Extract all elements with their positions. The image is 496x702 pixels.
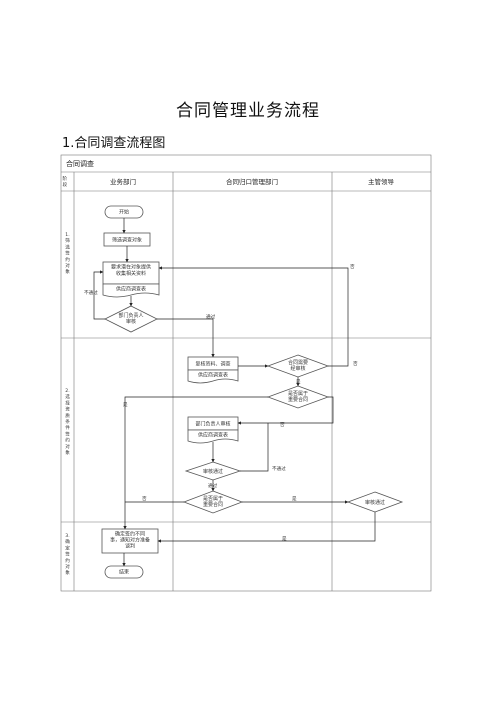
edge-review-back: [93, 270, 105, 320]
dept-review-diamond: [104, 305, 158, 333]
label-yes-1: 是: [296, 379, 301, 385]
dept-review-label-1: 部门负责人: [118, 312, 143, 319]
stage-1-char: 1.: [65, 232, 69, 238]
header-stage: 阶: [63, 175, 68, 182]
collect-label-1: 要求潜在对象提供: [111, 264, 151, 271]
stage-2-char: 2.: [65, 388, 69, 394]
label-yes-2: 是: [123, 402, 128, 408]
edge-check-no: [158, 266, 349, 367]
table-grid: [60, 154, 432, 592]
start-label: 开始: [119, 209, 129, 216]
is-important-label-2: 重要合同: [288, 396, 308, 403]
stage-2-char: 约: [65, 437, 70, 444]
edge-audit-fail: [240, 423, 269, 472]
connectors: [93, 218, 376, 567]
edge-review-verify: [157, 318, 215, 358]
stage-3-char: 3.: [65, 533, 69, 539]
label-no-pass-1: 不通过: [84, 289, 98, 296]
decide-label-1: 确定签约不同: [115, 531, 145, 538]
dept-approve-doc-label: 供应商调查表: [198, 432, 228, 439]
table-title: 合同调查: [66, 159, 94, 168]
stage-3-char: 对: [65, 563, 70, 570]
stage-2-char: 选: [65, 393, 70, 400]
decide-box: [101, 528, 159, 554]
label-yes-4: 是: [282, 536, 287, 542]
stage-2-char: 象: [65, 449, 70, 456]
stage-2-char: 件: [65, 424, 70, 431]
stage-1-char: 象: [65, 268, 70, 275]
document-subtitle: 1.合同调查流程图: [62, 136, 166, 151]
stage-3-char: 确: [65, 538, 70, 545]
leader-review-label: 审核通过: [365, 499, 385, 506]
verify-doc-shape: [187, 369, 239, 384]
stage-2-char: 条: [65, 418, 70, 425]
is-important-diamond: [266, 385, 330, 409]
collect-doc-label: 供应商调查表: [116, 286, 146, 293]
verify-label: 复核资料、调查: [195, 361, 230, 368]
check-contract-label-1: 合同需要: [288, 359, 308, 366]
label-no-1b: 否: [353, 361, 358, 367]
collect-label-2: 收集相关资料: [116, 270, 146, 277]
document-title: 合同管理业务流程: [176, 101, 320, 121]
is-major-diamond: [182, 490, 244, 514]
edge-important-no: [237, 396, 334, 425]
decide-label-2: 事，通知对方准备: [110, 537, 150, 544]
edge-leader-decide: [157, 512, 376, 543]
is-important-label-1: 是否属于: [288, 391, 308, 397]
stage-2-char: 资: [65, 406, 70, 413]
header-leader: 主管领导: [368, 177, 395, 186]
label-no-pass-2: 不通过: [272, 465, 286, 472]
stage-2-char: 对: [65, 443, 70, 450]
label-no-3: 否: [142, 496, 147, 502]
stage-1-char: 签: [65, 250, 70, 257]
edge-important-yes: [123, 396, 268, 530]
dept-approve-doc-shape: [187, 429, 239, 444]
stage-3-char: 约: [65, 557, 70, 564]
stage-2-char: 质: [65, 412, 70, 419]
label-yes-3: 是: [292, 496, 297, 502]
audit-pass-label: 审核通过: [203, 468, 223, 475]
stage-2-char: 签: [65, 430, 70, 437]
decide-label-3: 谈判: [125, 543, 135, 550]
stage-1-char: 约: [65, 256, 70, 263]
label-pass-1: 通过: [206, 313, 216, 320]
check-contract-label-2: 经审核: [290, 365, 305, 372]
stage-3-char: 签: [65, 551, 70, 558]
header-stage-2: 段: [63, 181, 68, 188]
header-contract: 合同归口管理部门: [226, 177, 278, 186]
label-pass-2: 通过: [208, 482, 218, 489]
stage-1-char: 筛: [65, 237, 70, 244]
header-dept: 业务部门: [110, 177, 136, 186]
stage-2-char: 择: [65, 399, 70, 406]
stage-1-char: 选: [65, 243, 70, 250]
verify-doc-label: 供应商调查表: [198, 372, 228, 379]
end-label: 结束: [119, 569, 129, 576]
is-major-label-1: 是否属于: [203, 496, 223, 502]
collect-doc-shape: [102, 283, 160, 298]
label-no-1: 否: [350, 264, 355, 270]
stage-3-char: 定: [65, 544, 70, 551]
stage-3-char: 象: [65, 569, 70, 576]
dept-approve-label: 部门负责人审核: [195, 421, 230, 428]
screen-label: 筛选调查对象: [112, 237, 142, 244]
stage-1-char: 对: [65, 262, 70, 269]
label-no-2: 否: [280, 422, 285, 428]
is-major-label-2: 重要合同: [203, 501, 223, 508]
dept-review-label-2: 审核: [126, 318, 136, 325]
